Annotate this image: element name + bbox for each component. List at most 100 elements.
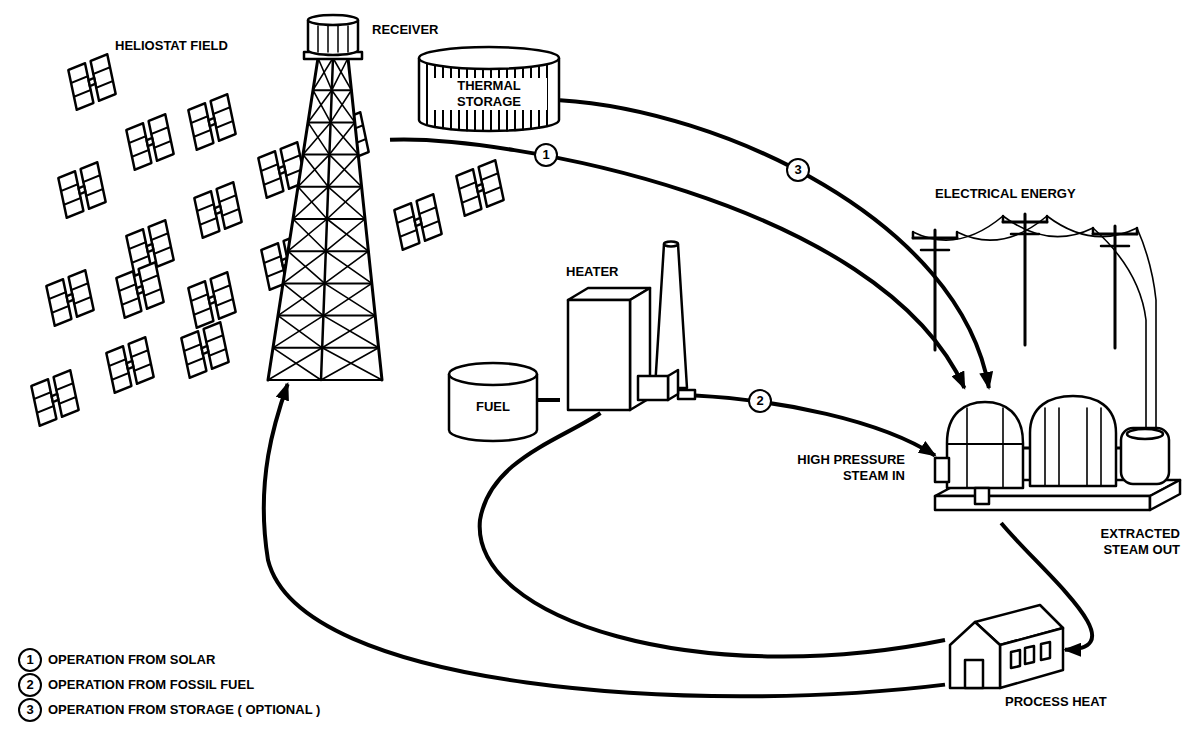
power-pole: [934, 230, 937, 350]
tower-brace: [328, 155, 358, 187]
equipment-node: PROCESS HEAT: [945, 600, 1065, 692]
casing-flange: [966, 408, 968, 488]
heliostat: [188, 272, 235, 327]
tower-brace: [288, 250, 368, 252]
steam-outlet: [975, 488, 989, 504]
heliostat-mount: [79, 186, 86, 194]
node-label: PROCESS HEAT: [1005, 694, 1107, 710]
receiver-panel: [337, 26, 339, 52]
panel-seam: [222, 209, 239, 216]
panel-seam: [264, 178, 281, 185]
tower-brace: [273, 347, 379, 349]
heliostat: [188, 94, 235, 149]
panel-seam: [219, 195, 236, 202]
equipment-node: RECEIVER: [262, 14, 390, 384]
casing-split: [947, 443, 1023, 445]
panel-seam: [129, 136, 146, 143]
panel-seam: [422, 221, 439, 228]
tower-brace: [268, 348, 322, 380]
panel-seam: [184, 344, 201, 351]
flow-arrow: [264, 384, 945, 696]
panel-seam: [71, 283, 88, 290]
heliostat-mount: [209, 118, 216, 126]
tower-brace: [321, 348, 379, 380]
heliostat-mount: [279, 166, 286, 174]
tower-brace: [323, 283, 371, 315]
heliostat: [456, 160, 503, 215]
tower-brace: [326, 219, 365, 251]
heliostat: [106, 337, 153, 392]
text-label: HELIOSTAT FIELD: [115, 38, 228, 54]
tower-brace: [268, 379, 382, 381]
heliostat: [116, 262, 163, 317]
shape-outline: [262, 14, 390, 384]
node-label: FUEL: [476, 399, 510, 415]
panel-seam: [37, 406, 54, 413]
tower-brace: [325, 283, 376, 315]
heliostat: [58, 162, 105, 217]
panel-seam: [141, 275, 158, 282]
panel-seam: [154, 141, 171, 148]
panel-seam: [200, 218, 217, 225]
tower-brace: [326, 251, 372, 283]
panel-seam: [481, 173, 498, 180]
panel-seam: [74, 297, 91, 304]
panel-seam: [261, 164, 278, 171]
panel-seam: [216, 121, 233, 128]
tower-brace: [308, 90, 332, 122]
power-wire: [1093, 228, 1146, 428]
panel-seam: [52, 306, 69, 313]
heliostat-mount: [89, 78, 96, 86]
panel-seam: [74, 90, 91, 97]
tower-brace: [329, 122, 354, 154]
burner-box: [638, 376, 668, 400]
door: [965, 660, 983, 688]
generator-rib: [1058, 408, 1060, 486]
callout-number: 2: [18, 673, 42, 697]
panel-seam: [213, 285, 230, 292]
node-label: THERMAL STORAGE: [431, 78, 547, 110]
heliostat-mount: [209, 296, 216, 304]
panel-seam: [267, 270, 284, 277]
heliostat: [181, 322, 228, 377]
steam-inlet: [935, 458, 949, 482]
panel-seam: [154, 247, 171, 254]
heliostat: [68, 54, 115, 109]
power-wire: [957, 216, 1047, 240]
power-wire: [913, 216, 1003, 240]
panel-seam: [83, 175, 100, 182]
panel-seam: [194, 130, 211, 137]
node-label: EXTRACTED STEAM OUT: [1080, 526, 1180, 558]
panel-seam: [49, 292, 66, 299]
heliostat-mount: [147, 244, 154, 252]
tower-brace: [327, 219, 368, 251]
panel-seam: [213, 107, 230, 114]
tower-brace: [332, 58, 348, 90]
tower-brace: [273, 316, 323, 348]
tower-brace: [329, 155, 361, 187]
equipment-node: HIGH PRESSURE STEAM INEXTRACTED STEAM OU…: [935, 388, 1180, 523]
tower-brace: [331, 122, 359, 154]
panel-seam: [187, 358, 204, 365]
casing-flange: [1002, 408, 1004, 488]
equipment-node: THERMAL STORAGE: [418, 46, 560, 132]
chimney: [655, 244, 687, 388]
tower-brace: [327, 187, 362, 219]
receiver-panel: [347, 26, 349, 52]
panel-seam: [151, 127, 168, 134]
heliostat-mount: [137, 286, 144, 294]
heliostat-mount: [477, 184, 484, 192]
panel-seam: [191, 116, 208, 123]
callout-number: 2: [748, 389, 772, 413]
text-label: ELECTRICAL ENERGY: [935, 186, 1076, 202]
tower-brace: [278, 315, 375, 317]
panel-seam: [119, 284, 136, 291]
heliostat: [31, 370, 78, 425]
panel-seam: [419, 207, 436, 214]
flow-arrow: [390, 140, 964, 388]
panel-seam: [131, 350, 148, 357]
flow-arrow: [480, 413, 945, 657]
turbine-casing: [947, 402, 1023, 488]
exciter-cap: [1127, 429, 1163, 439]
panel-seam: [93, 67, 110, 74]
